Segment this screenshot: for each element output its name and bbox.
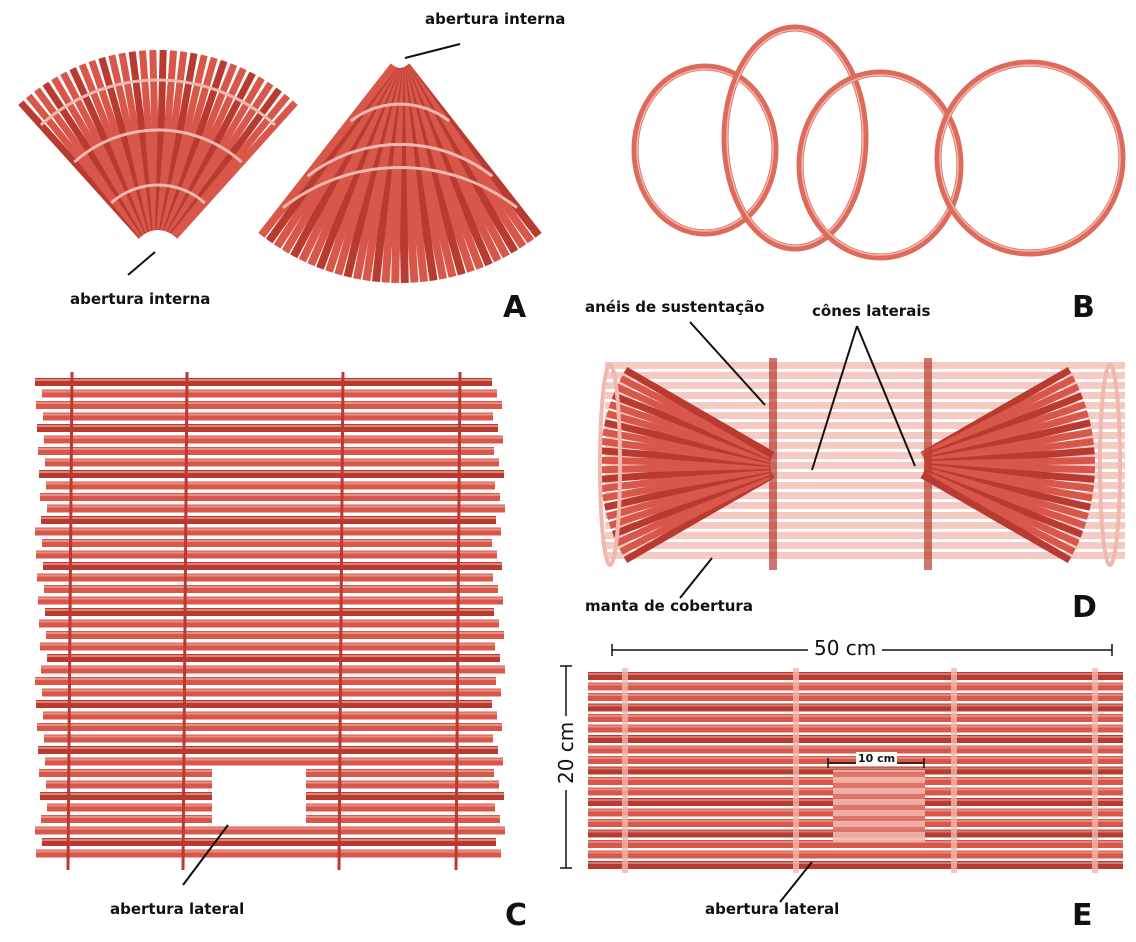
pointer-line-a-top: [405, 44, 460, 58]
panel-letter-c: C: [505, 898, 527, 933]
mat-slat-sheen: [43, 713, 497, 715]
trap-slat-sheen: [588, 694, 1123, 696]
mat-slat-sheen: [39, 621, 499, 623]
mat-slat-sheen: [36, 552, 497, 554]
mat-slat-sheen: [35, 379, 492, 381]
mat-slat-sheen: [41, 517, 496, 519]
panel-letter-a: A: [503, 290, 526, 325]
trap-opening-slat: [833, 816, 925, 821]
mat-slat-sheen: [36, 402, 502, 404]
mat-slat-sheen: [45, 609, 494, 611]
cone-fan-right: [261, 66, 538, 283]
mat-slat-sheen: [47, 655, 500, 657]
support-ring: [635, 67, 775, 233]
mat-slat-sheen: [37, 724, 502, 726]
mat-slat-sheen: [41, 667, 505, 669]
label-d-side-cones: cônes laterais: [812, 302, 930, 320]
mat-slat-sheen: [47, 506, 505, 508]
mat-slat-sheen: [42, 839, 496, 841]
assembled-trap-interior: [600, 358, 1125, 570]
mat-slat-sheen: [38, 598, 503, 600]
mat-slat-sheen: [35, 529, 501, 531]
label-c-lateral-opening: abertura lateral: [110, 900, 244, 918]
panel-letter-e: E: [1072, 898, 1093, 933]
trap-ring: [793, 668, 799, 873]
cover-mat: [35, 372, 505, 870]
mat-slat-sheen: [35, 828, 505, 830]
dimension-height-label: 20 cm: [554, 716, 578, 790]
label-a-internal-opening-bottom: abertura interna: [70, 290, 210, 308]
mat-slat-sheen: [40, 494, 500, 496]
mat-slat-sheen: [38, 747, 498, 749]
mat-slat-sheen: [35, 678, 496, 680]
trap-slat-sheen: [588, 747, 1123, 749]
support-rings: [635, 28, 1122, 257]
cylinder-slat: [605, 372, 1125, 379]
trap-ring: [1092, 668, 1098, 873]
support-ring: [938, 63, 1122, 253]
label-e-lateral-opening: abertura lateral: [705, 900, 839, 918]
mat-lateral-opening: [212, 768, 306, 826]
dimension-opening-label: 10 cm: [856, 752, 897, 765]
cone-fan-left: [21, 50, 295, 236]
assembled-trap-exterior: [588, 668, 1123, 873]
mat-slat-sheen: [44, 586, 498, 588]
trap-slat-sheen: [588, 684, 1123, 686]
trap-slat-sheen: [588, 705, 1123, 707]
panel-letter-b: B: [1072, 290, 1095, 325]
mat-slat-sheen: [43, 563, 502, 565]
pointer-line-d-cover: [680, 558, 712, 598]
mat-slat-sheen: [44, 736, 493, 738]
trap-slat-sheen: [588, 673, 1123, 675]
support-ring: [725, 28, 865, 248]
mat-slat-sheen: [43, 414, 493, 416]
mat-slat-sheen: [40, 644, 495, 646]
mat-slat-sheen: [36, 851, 501, 853]
label-d-cover-mat: manta de cobertura: [585, 597, 753, 615]
mat-slat-sheen: [37, 425, 498, 427]
trap-slat-sheen: [588, 736, 1123, 738]
mat-slat-sheen: [42, 540, 492, 542]
mat-slat-sheen: [45, 759, 503, 761]
cylinder-slat: [605, 362, 1125, 369]
trap-slat-sheen: [588, 715, 1123, 717]
mat-slat-sheen: [46, 632, 504, 634]
trap-slat-sheen: [588, 852, 1123, 854]
trap-opening-slat: [833, 783, 925, 788]
mat-slat-sheen: [42, 690, 501, 692]
trap-opening-slat: [833, 772, 925, 777]
trap-slat-sheen: [588, 726, 1123, 728]
panel-letter-d: D: [1072, 590, 1097, 625]
mat-slat-sheen: [39, 471, 504, 473]
mat-slat-sheen: [37, 575, 493, 577]
pointer-line-a-bottom: [128, 252, 155, 275]
trap-opening-slat: [833, 827, 925, 832]
mat-slat-sheen: [46, 483, 495, 485]
mat-slat-sheen: [36, 701, 492, 703]
cylinder-slat: [605, 552, 1125, 559]
label-a-internal-opening-top: abertura interna: [425, 10, 565, 28]
trap-slat-sheen: [588, 862, 1123, 864]
dimension-width-label: 50 cm: [808, 636, 882, 660]
mat-slat-sheen: [45, 460, 499, 462]
support-ring-highlight: [637, 69, 773, 231]
mat-slat-sheen: [38, 448, 494, 450]
trap-ring: [951, 668, 957, 873]
label-d-support-rings: anéis de sustentação: [585, 298, 765, 316]
mat-slat-sheen: [44, 437, 503, 439]
trap-opening-slat: [833, 805, 925, 810]
trap-slat-sheen: [588, 768, 1123, 770]
trap-ring: [622, 668, 628, 873]
cylinder-ring: [769, 358, 777, 570]
trap-opening-slat: [833, 794, 925, 799]
cylinder-ring: [924, 358, 932, 570]
mat-slat-sheen: [42, 391, 497, 393]
